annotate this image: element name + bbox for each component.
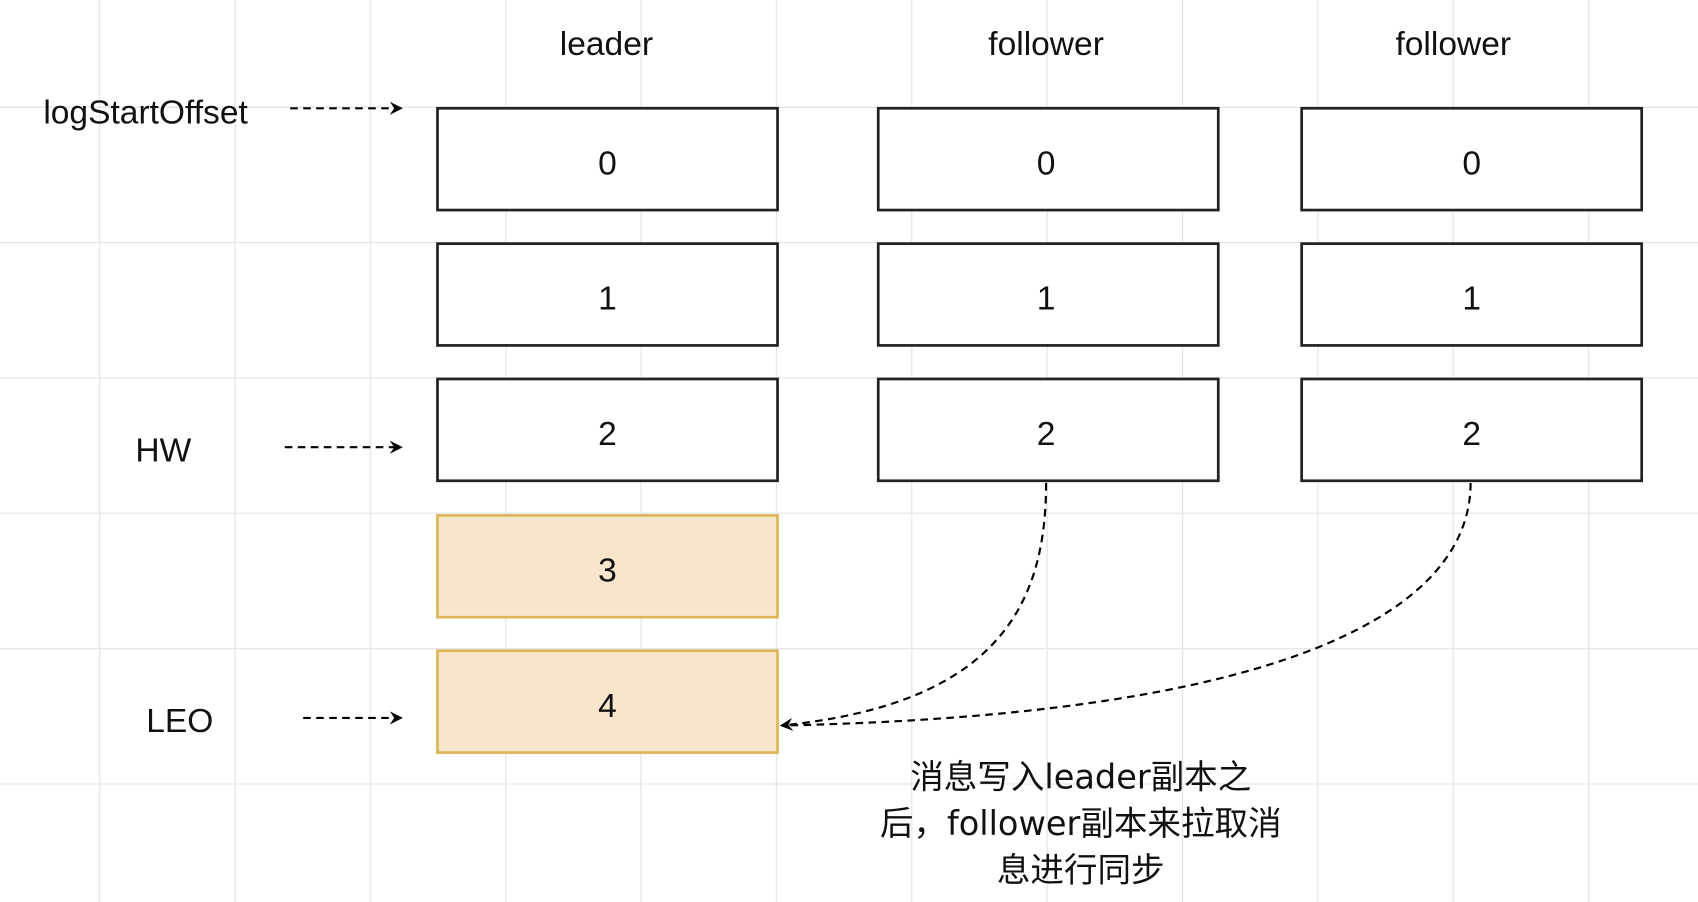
follower-offset-label: 1: [1462, 281, 1481, 318]
follower-offset-box: [1300, 242, 1644, 347]
leader-column: 0 1 2 3 4: [436, 106, 779, 754]
leader-offset-box: [436, 242, 779, 347]
follower-1-column: 0 1 2: [876, 106, 1220, 483]
leader-offset-label: 0: [598, 145, 617, 182]
follower-offset-box: [876, 377, 1220, 483]
leo-label: LEO: [146, 703, 213, 740]
note-line-1: 消息写入leader副本之: [910, 757, 1251, 796]
follower-offset-label: 2: [1462, 416, 1481, 453]
leader-offset-box: [436, 106, 779, 212]
follower-offset-box: [876, 242, 1220, 347]
follower-offset-label: 0: [1037, 145, 1056, 182]
follower-offset-box: [1300, 106, 1644, 212]
leader-offset-label: 2: [598, 416, 617, 453]
leader-new-offset-box: [436, 649, 779, 754]
leader-offset-label: 3: [598, 552, 617, 589]
follower-1-fetch-arrow: [779, 482, 1048, 731]
follower-2-fetch-arrow: [781, 482, 1472, 727]
note-line-2: 后，follower副本来拉取消: [880, 804, 1282, 843]
follower-offset-box: [1300, 377, 1644, 483]
log-start-offset-label: logStartOffset: [43, 94, 248, 131]
leader-offset-box: [436, 377, 779, 483]
leader-new-offset-box: [436, 514, 779, 619]
follower-offset-label: 0: [1462, 145, 1481, 182]
follower-offset-label: 2: [1037, 416, 1056, 453]
follower-1-header: follower: [988, 26, 1104, 63]
follower-offset-box: [876, 106, 1220, 212]
follower-2-column: 0 1 2: [1300, 106, 1644, 483]
follower-offset-label: 1: [1037, 281, 1056, 318]
hw-label: HW: [135, 432, 191, 469]
leader-offset-label: 4: [598, 688, 617, 725]
leader-offset-label: 1: [598, 281, 617, 318]
note-line-3: 息进行同步: [997, 850, 1165, 889]
leader-header: leader: [560, 26, 653, 63]
follower-2-header: follower: [1395, 26, 1511, 63]
